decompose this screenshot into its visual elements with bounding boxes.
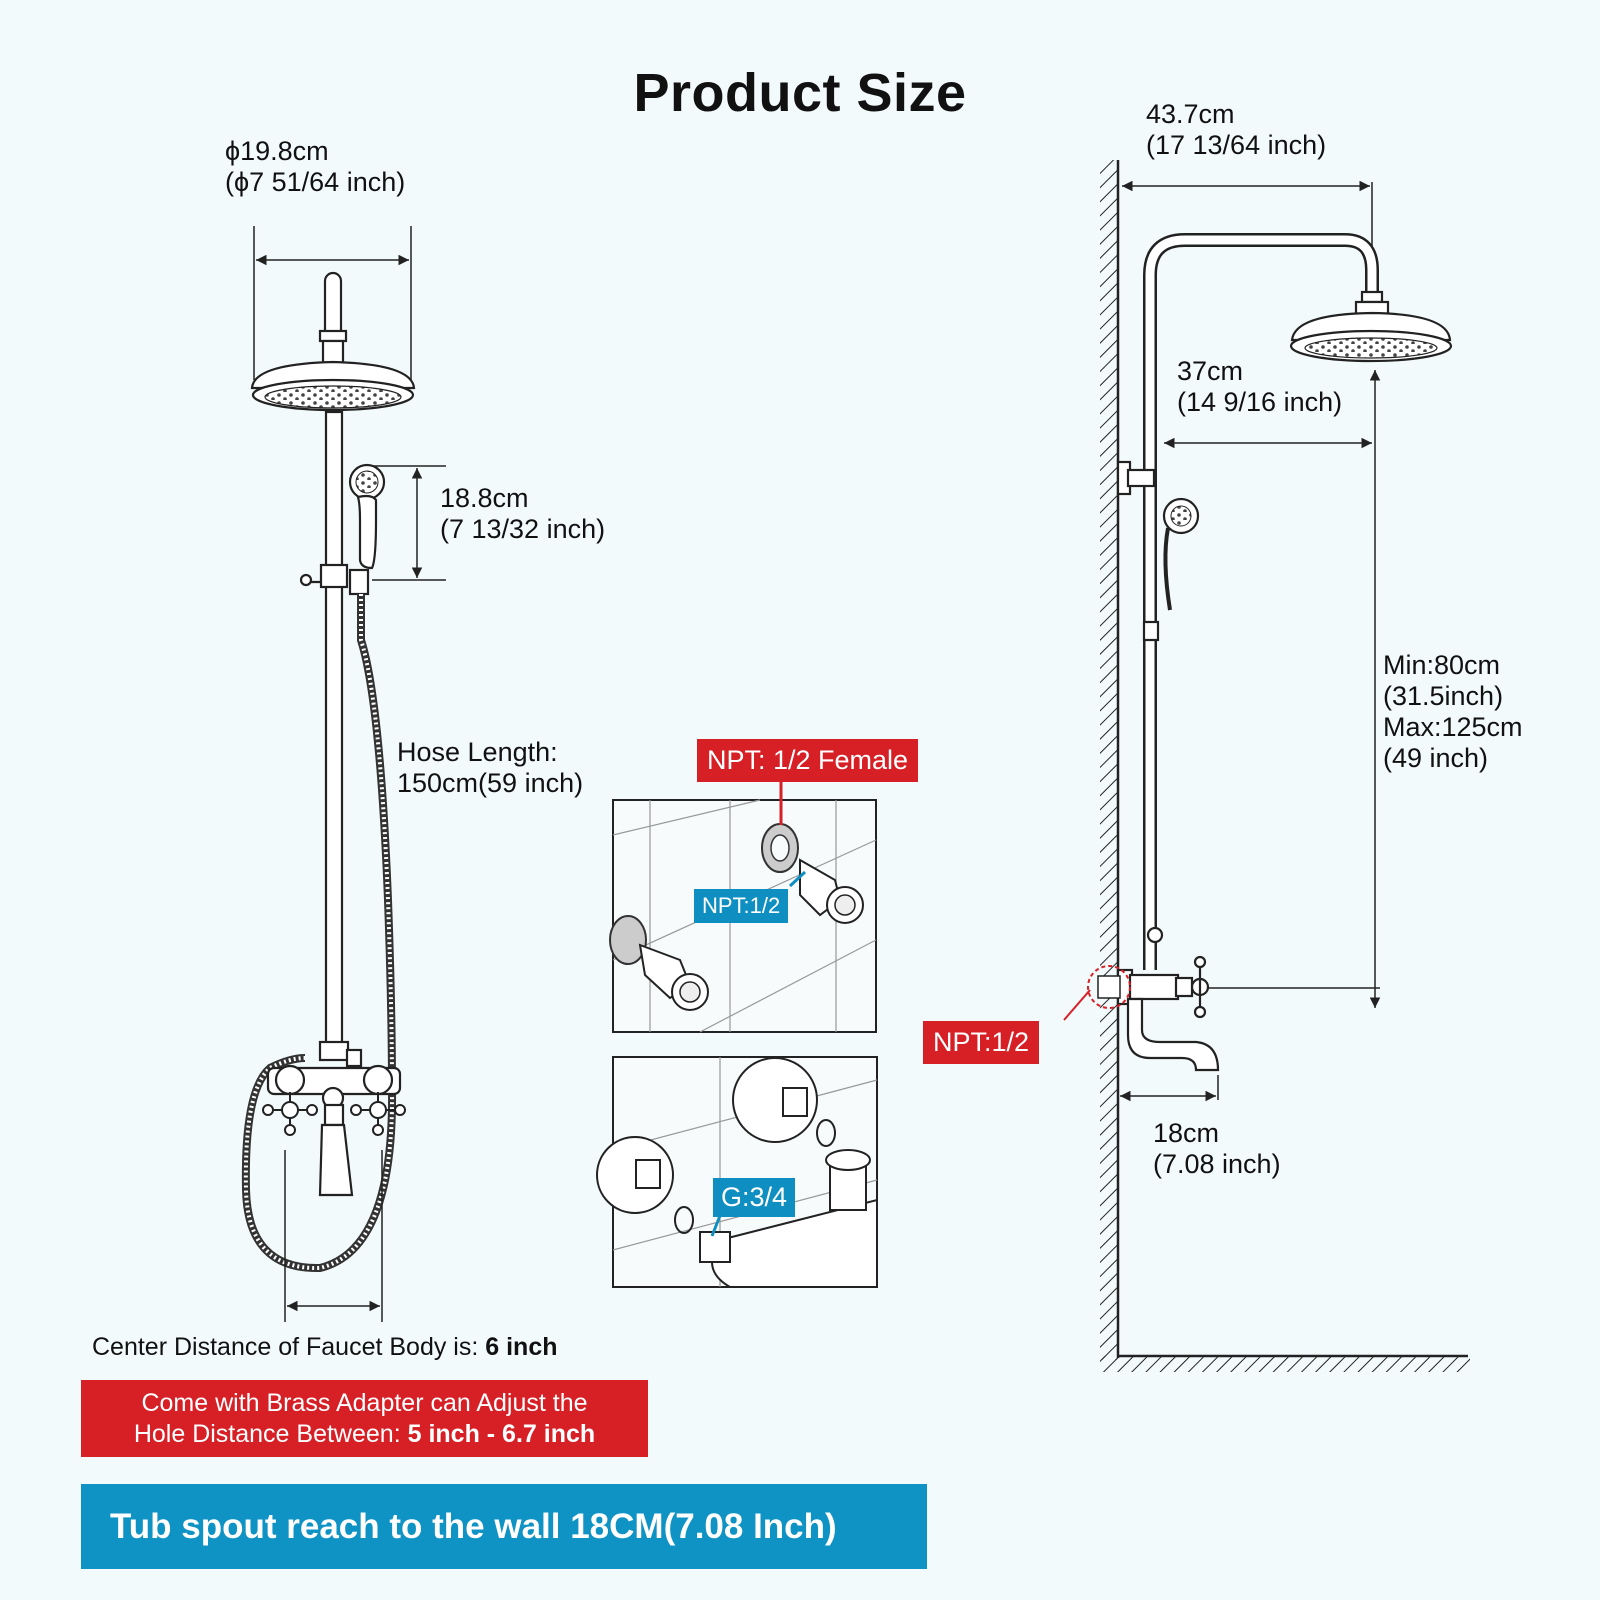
adapter-note-line2: Hole Distance Between: 5 inch - 6.7 inch	[81, 1419, 648, 1450]
adapter-note-range: 5 inch - 6.7 inch	[407, 1420, 596, 1448]
npt-female-tag: NPT: 1/2 Female	[697, 739, 919, 782]
hose-length-line2: 150cm(59 inch)	[397, 768, 584, 798]
adapter-note-line2-prefix: Hole Distance Between:	[133, 1420, 408, 1448]
handheld-height-label: 18.8cm (7 13/32 inch)	[440, 483, 605, 545]
adapter-note-box: Come with Brass Adapter can Adjust the H…	[81, 1380, 648, 1457]
rod-to-head-imperial: (14 9/16 inch)	[1177, 387, 1343, 417]
height-min-imperial: (31.5inch)	[1383, 681, 1504, 711]
detail-panel-valve-body	[596, 1056, 878, 1288]
hose-length-label: Hose Length: 150cm(59 inch)	[397, 737, 583, 799]
spout-reach-label: 18cm (7.08 inch)	[1153, 1118, 1281, 1180]
center-distance-prefix: Center Distance of Faucet Body is:	[92, 1333, 486, 1361]
head-diameter-label: ϕ19.8cm (ϕ7 51/64 inch)	[225, 136, 405, 198]
side-view-shower	[1063, 160, 1470, 1372]
spout-reach-banner: Tub spout reach to the wall 18CM(7.08 In…	[81, 1484, 927, 1569]
spout-reach-imperial: (7.08 inch)	[1153, 1149, 1281, 1179]
hose-length-line1: Hose Length:	[397, 737, 558, 767]
handheld-height-imperial: (7 13/32 inch)	[440, 514, 606, 544]
arm-reach-metric: 43.7cm	[1146, 99, 1235, 129]
arm-reach-label: 43.7cm (17 13/64 inch)	[1146, 99, 1326, 161]
height-min: Min:80cm	[1383, 650, 1501, 680]
rod-to-head-label: 37cm (14 9/16 inch)	[1177, 356, 1342, 418]
g34-body-tag: G:3/4	[713, 1178, 796, 1217]
center-distance-value: 6 inch	[485, 1333, 558, 1361]
adapter-note-line1: Come with Brass Adapter can Adjust the	[141, 1389, 588, 1417]
detail-panel-wall-outlet	[609, 780, 877, 1033]
front-view-shower	[241, 226, 446, 1322]
npt-inlet-tag: NPT:1/2	[923, 1021, 1040, 1064]
height-max-imperial: (49 inch)	[1383, 743, 1489, 773]
npt-adapter-tag: NPT:1/2	[694, 889, 789, 923]
arm-reach-imperial: (17 13/64 inch)	[1146, 130, 1327, 160]
spout-reach-metric: 18cm	[1153, 1118, 1220, 1148]
head-diameter-imperial: (ϕ7 51/64 inch)	[225, 167, 406, 197]
height-range-label: Min:80cm (31.5inch) Max:125cm (49 inch)	[1383, 650, 1523, 774]
height-max: Max:125cm	[1383, 712, 1523, 742]
page-title: Product Size	[633, 63, 967, 123]
handheld-height-metric: 18.8cm	[440, 483, 529, 513]
center-distance-note: Center Distance of Faucet Body is: 6 inc…	[92, 1333, 558, 1362]
rod-to-head-metric: 37cm	[1177, 356, 1244, 386]
head-diameter-metric: ϕ19.8cm	[225, 136, 329, 166]
